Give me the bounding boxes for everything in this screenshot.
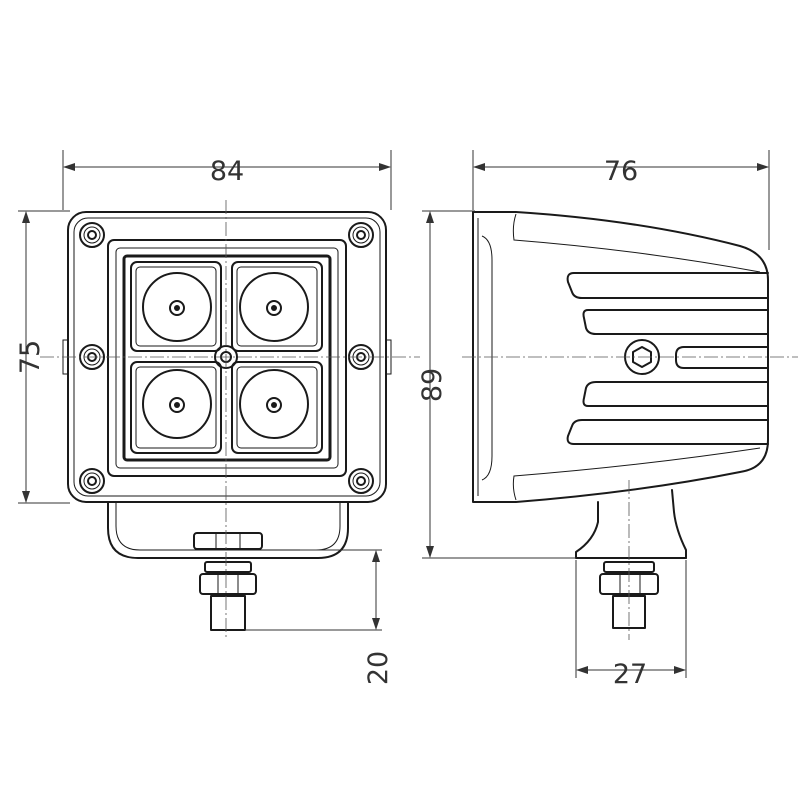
screw-top-right — [348, 222, 374, 248]
front-bracket-inner — [115, 502, 341, 551]
lens-bezel-outer — [107, 239, 347, 477]
dimension-front-width: 84 — [62, 150, 392, 210]
lens-bezel-inner — [115, 247, 339, 469]
dimension-front-height: 75 — [15, 210, 70, 504]
dimension-label-mount-width: 27 — [613, 659, 647, 690]
dimension-label-front-width: 84 — [210, 156, 244, 187]
led-cell-top-right — [231, 261, 323, 352]
lens-frame — [122, 254, 332, 462]
led-chip — [266, 397, 282, 413]
dimension-label-side-depth: 76 — [604, 156, 638, 187]
reflector-circle — [239, 272, 309, 342]
front-view — [40, 200, 420, 640]
front-washer — [204, 561, 252, 573]
side-view — [462, 211, 798, 640]
reflector-circle — [142, 369, 212, 439]
side-mount-pedestal — [575, 489, 687, 559]
side-bottom-edge — [512, 447, 761, 501]
front-threaded-bolt — [210, 595, 246, 631]
front-bracket-outer — [107, 501, 349, 559]
dimension-mount-width: 27 — [575, 560, 687, 690]
reflector-circle — [239, 369, 309, 439]
cooling-fin-4 — [582, 381, 769, 407]
dimension-label-side-height: 89 — [417, 368, 448, 402]
screw-bottom-left — [79, 468, 105, 494]
side-top-edge — [512, 213, 761, 273]
dimension-bracket-drop: 20 — [245, 549, 394, 685]
led-chip — [169, 300, 185, 316]
cooling-fin-2 — [582, 309, 769, 335]
cooling-fin-3 — [675, 346, 769, 369]
dimension-label-bracket-drop: 20 — [363, 651, 394, 685]
led-chip — [266, 300, 282, 316]
reflector-circle — [142, 272, 212, 342]
dimension-label-front-height: 75 — [15, 340, 46, 374]
front-hex-nut — [199, 573, 257, 595]
right-side-tab — [385, 339, 392, 375]
led-cell-top-left — [130, 261, 222, 352]
side-front-bezel — [481, 235, 493, 481]
led-chip — [169, 397, 185, 413]
dimension-side-depth: 76 — [472, 150, 770, 250]
cooling-fin-5 — [566, 419, 769, 445]
cooling-fin-1 — [566, 272, 769, 299]
led-cell-bottom-left — [130, 361, 222, 454]
screw-bottom-right — [348, 468, 374, 494]
side-housing-outline — [472, 211, 769, 503]
led-cell-bottom-right — [231, 361, 323, 454]
dimension-side-height: 89 — [417, 210, 576, 559]
front-mount-nut-top — [193, 532, 263, 550]
screw-top-left — [79, 222, 105, 248]
